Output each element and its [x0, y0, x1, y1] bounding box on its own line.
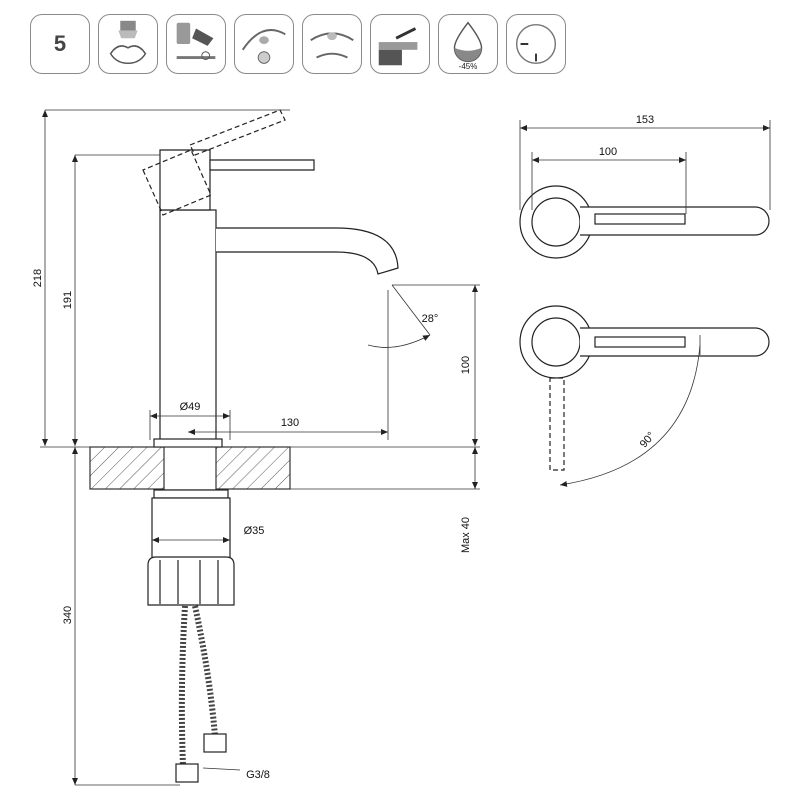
flow-limiter-icon: [506, 14, 566, 74]
dim-hose-length: 340: [62, 606, 74, 624]
dim-outlet-height: 100: [460, 356, 472, 374]
base-ring: [153, 438, 223, 448]
dim-spout-angle: 28°: [422, 313, 439, 325]
number-5-badge-icon: 5: [30, 14, 90, 74]
top-lever-slot-2: [594, 336, 686, 348]
nut-flutes: [159, 560, 219, 604]
lever-rotated-dashed: [142, 149, 212, 216]
top-view: [519, 185, 770, 471]
fixing-shank: [151, 497, 231, 561]
cold-start-icon: [370, 14, 430, 74]
aerator-cleaning-icon: [98, 14, 158, 74]
spout: [216, 227, 399, 275]
dim-max-deck: Max 40: [460, 517, 472, 553]
eco-start-icon: [302, 14, 362, 74]
water-saving-drop-icon: -45%: [438, 14, 498, 74]
dim-base-diameter: Ø49: [180, 401, 201, 413]
top-base-inner: [531, 197, 581, 247]
side-view: [89, 109, 399, 783]
water-saving-caption: -45%: [458, 62, 478, 71]
easy-clean-icon: [234, 14, 294, 74]
cartridge-icon: [166, 14, 226, 74]
top-lever-rotated-dashed: [549, 377, 565, 471]
dim-spout-reach: 130: [281, 417, 299, 429]
top-dimension-lines: [519, 120, 771, 487]
lever-block: [159, 149, 211, 211]
side-dimension-lines: [40, 109, 480, 786]
feature-icon-row: 5 -45%: [30, 14, 566, 74]
top-base-inner-2: [531, 317, 581, 367]
dim-top-width: 153: [636, 114, 654, 126]
fixing-nut-lower: [147, 556, 235, 606]
faucet-body: [159, 209, 217, 441]
top-lever-slot: [594, 213, 686, 225]
lever-arm-rotated-dashed: [189, 109, 286, 156]
dim-hose-thread: G3/8: [246, 769, 270, 781]
fixing-nut: [153, 489, 229, 499]
dim-spout-height: 191: [62, 291, 74, 309]
deck-hole: [163, 445, 217, 491]
dim-lever-length: 100: [599, 146, 617, 158]
dim-total-height: 218: [32, 269, 44, 287]
hose-right: [192, 605, 218, 737]
hose-left: [178, 605, 188, 767]
hose-fitting-left: [175, 763, 199, 783]
dim-lever-rotation: 90°: [638, 430, 658, 450]
dim-fixing-diameter: Ø35: [244, 525, 265, 537]
hose-fitting-right: [203, 733, 227, 753]
lever-arm: [209, 159, 315, 171]
number-badge-label: 5: [53, 31, 67, 56]
